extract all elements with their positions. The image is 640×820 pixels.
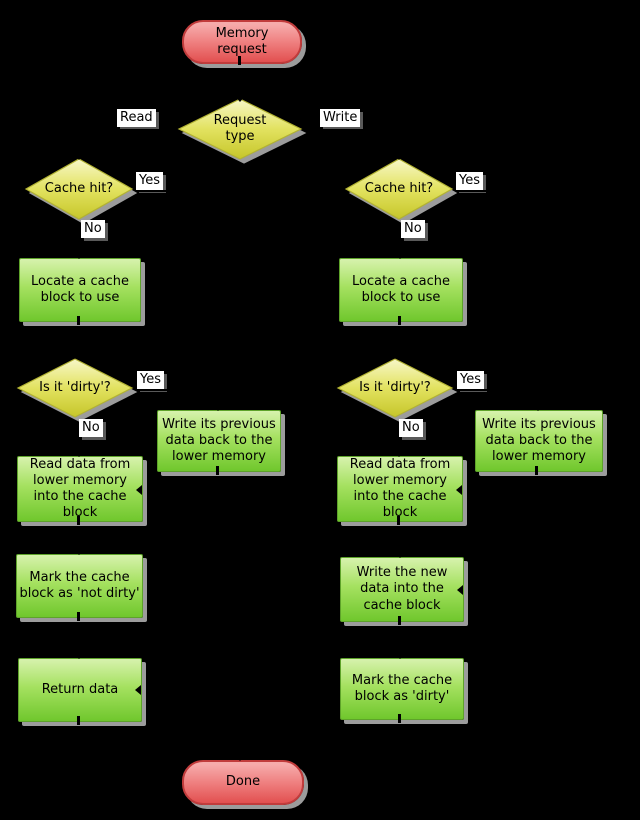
- arrowhead-left-icon: [456, 485, 462, 495]
- connector-line: [77, 716, 80, 725]
- arrowhead-down-icon: [74, 253, 84, 259]
- decision-is-dirty-right: Is it 'dirty'?: [336, 358, 454, 418]
- node-label: Write its previous data back to the lowe…: [482, 416, 596, 465]
- node-label: Is it 'dirty'?: [39, 380, 111, 396]
- process-write-new-data: Write the new data into the cache block: [340, 557, 464, 622]
- diamond-shape-icon: [16, 358, 134, 418]
- arrowhead-down-icon: [74, 451, 84, 457]
- node-label: Request type: [213, 113, 267, 144]
- connector-line: [321, 129, 364, 131]
- process-read-data-right: Read data from lower memory into the cac…: [337, 456, 463, 522]
- process-write-previous-right: Write its previous data back to the lowe…: [475, 410, 603, 472]
- edge-label-yes-cache-left: Yes: [136, 172, 163, 190]
- arrowhead-down-icon: [235, 755, 245, 761]
- process-locate-block-left: Locate a cache block to use: [19, 258, 141, 322]
- connector-line: [77, 516, 80, 525]
- arrowhead-down-icon: [395, 253, 405, 259]
- connector-line: [535, 466, 538, 475]
- diamond-shape-icon: [177, 98, 303, 160]
- connector-line: [216, 466, 219, 475]
- connector-line: [398, 714, 401, 723]
- node-label: Write the new data into the cache block: [356, 565, 448, 613]
- arrowhead-down-icon: [395, 552, 405, 558]
- node-label: Mark the cache block as 'not dirty': [19, 569, 140, 601]
- connector-line: [118, 129, 161, 131]
- arrowhead-down-icon: [533, 405, 543, 411]
- node-label: Is it 'dirty'?: [359, 380, 431, 396]
- arrowhead-down-icon: [74, 549, 84, 555]
- process-return-data: Return data: [18, 658, 142, 722]
- node-label: Mark the cache block as 'dirty': [351, 672, 453, 704]
- node-label: Locate a cache block to use: [352, 273, 450, 305]
- arrowhead-down-icon: [70, 353, 80, 359]
- arrowhead-down-icon: [395, 653, 405, 659]
- edge-label-no-cache-left: No: [81, 220, 105, 238]
- edge-label-no-cache-right: No: [401, 220, 425, 238]
- connector-line: [77, 612, 80, 621]
- decision-cache-hit-left: Cache hit?: [24, 158, 134, 220]
- process-write-previous-left: Write its previous data back to the lowe…: [157, 410, 281, 472]
- diamond-shape-icon: [336, 358, 454, 418]
- arrowhead-left-icon: [136, 485, 142, 495]
- process-mark-dirty: Mark the cache block as 'dirty': [340, 658, 464, 720]
- edge-label-yes-dirty-right: Yes: [457, 371, 484, 389]
- edge-label-no-dirty-right: No: [399, 419, 423, 437]
- node-label: Locate a cache block to use: [31, 273, 129, 305]
- node-label: Return data: [41, 681, 119, 697]
- connector-line: [457, 190, 489, 192]
- arrowhead-down-icon: [74, 653, 84, 659]
- arrowhead-left-icon: [457, 585, 463, 595]
- terminal-done: Done: [182, 760, 304, 805]
- process-locate-block-right: Locate a cache block to use: [339, 258, 463, 322]
- process-mark-not-dirty: Mark the cache block as 'not dirty': [16, 554, 143, 618]
- connector-line: [304, 128, 314, 130]
- node-label: Cache hit?: [44, 181, 114, 197]
- edge-label-yes-dirty-left: Yes: [137, 371, 164, 389]
- connector-line: [398, 316, 401, 325]
- arrowhead-down-icon: [74, 154, 84, 160]
- diamond-shape-icon: [344, 158, 454, 220]
- arrowhead-down-icon: [235, 96, 245, 102]
- connector-line: [398, 616, 401, 625]
- node-label: Cache hit?: [364, 181, 434, 197]
- edge-label-write: Write: [320, 109, 361, 127]
- connector-line: [77, 316, 80, 325]
- arrowhead-down-icon: [390, 353, 400, 359]
- arrowhead-down-icon: [213, 405, 223, 411]
- edge-label-no-dirty-left: No: [79, 419, 103, 437]
- decision-request-type: Request type: [176, 97, 304, 161]
- node-label: Memory request: [215, 25, 269, 57]
- connector-line: [397, 516, 400, 525]
- decision-is-dirty-left: Is it 'dirty'?: [16, 358, 134, 418]
- node-label: Read data from lower memory into the cac…: [29, 456, 131, 521]
- arrowhead-left-icon: [135, 685, 141, 695]
- process-read-data-left: Read data from lower memory into the cac…: [17, 456, 143, 522]
- edge-label-yes-cache-right: Yes: [456, 172, 483, 190]
- connector-line: [138, 389, 169, 391]
- edge-label-read: Read: [117, 109, 156, 127]
- arrowhead-down-icon: [394, 451, 404, 457]
- connector-line: [238, 56, 241, 65]
- diamond-shape-icon: [24, 158, 134, 220]
- terminal-memory-request: Memory request: [182, 20, 302, 64]
- node-label: Write its previous data back to the lowe…: [162, 416, 276, 465]
- connector-line: [458, 389, 489, 391]
- node-label: Read data from lower memory into the cac…: [349, 456, 451, 521]
- arrowhead-down-icon: [394, 154, 404, 160]
- node-label: Done: [225, 774, 261, 790]
- decision-cache-hit-right: Cache hit?: [344, 158, 454, 220]
- connector-line: [137, 190, 169, 192]
- connector-line: [166, 128, 176, 130]
